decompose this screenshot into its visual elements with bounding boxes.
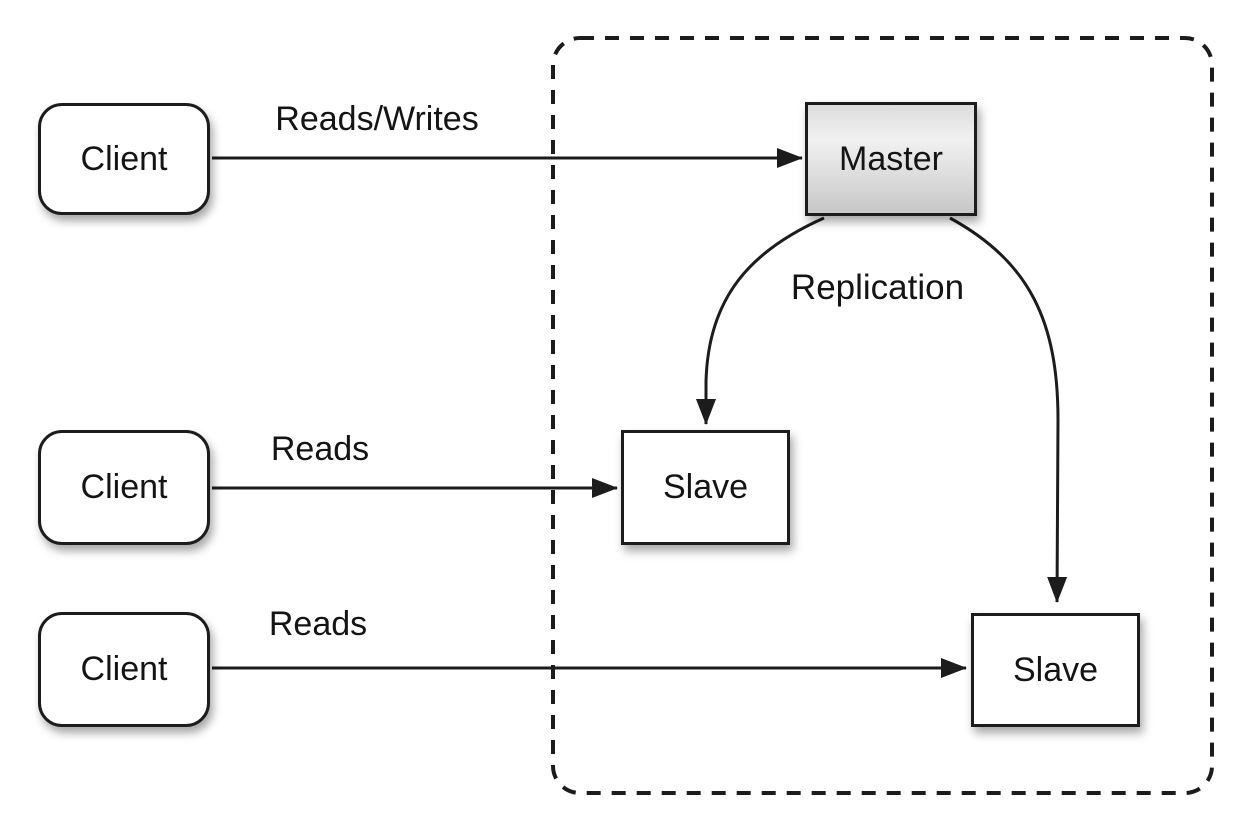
node-master-label: Master	[839, 139, 943, 178]
edge-label-reads-1: Reads	[270, 430, 370, 468]
replication-group-dashed-border	[551, 36, 1214, 795]
node-slave-2: Slave	[971, 613, 1140, 727]
node-slave-1: Slave	[621, 430, 790, 545]
edge-label-reads-writes: Reads/Writes	[275, 100, 479, 138]
node-client-2: Client	[38, 430, 210, 545]
node-client-3: Client	[38, 612, 210, 727]
node-client-2-label: Client	[80, 468, 168, 506]
edge-master-slave2-replication-arrow	[949, 216, 1068, 603]
node-client-1: Client	[38, 103, 210, 215]
node-client-3-label: Client	[80, 650, 168, 688]
edge-label-replication: Replication	[790, 268, 965, 307]
node-slave-2-label: Slave	[1012, 650, 1099, 689]
edge-master-slave1-replication-arrow	[696, 216, 825, 425]
edge-label-reads-2: Reads	[268, 605, 368, 643]
node-slave-1-label: Slave	[662, 468, 749, 506]
node-master: Master	[805, 102, 977, 216]
node-client-1-label: Client	[80, 139, 168, 178]
